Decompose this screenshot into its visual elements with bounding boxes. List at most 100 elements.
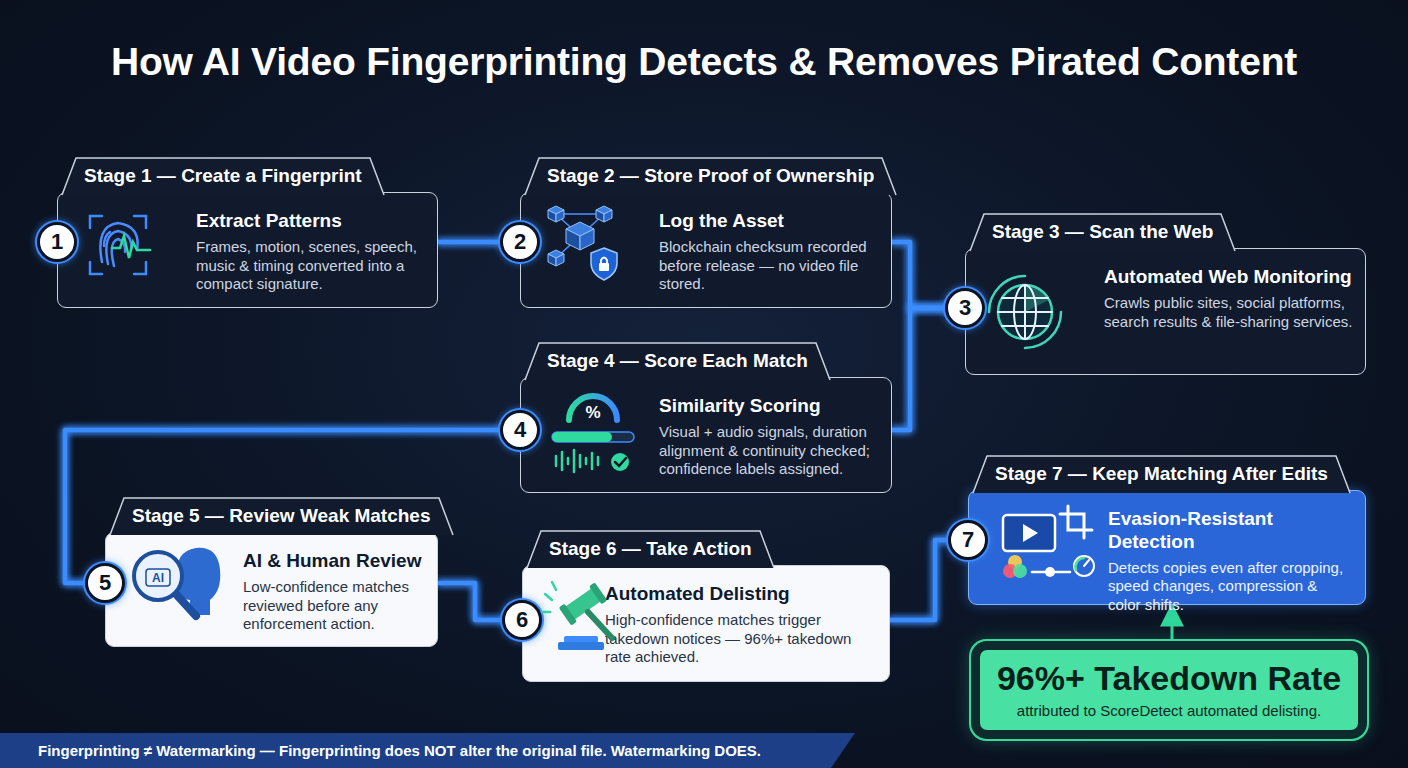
tab-outline — [110, 498, 453, 535]
gavel-icon — [588, 612, 612, 638]
step-number: 3 — [945, 288, 985, 328]
fingerprint-icon — [90, 216, 146, 274]
blockchain-icon — [548, 250, 564, 258]
gavel-icon — [558, 642, 604, 650]
gavel-icon — [559, 582, 608, 625]
stat-value: 96%+ Takedown Rate — [980, 659, 1358, 698]
tab-fill — [62, 158, 384, 195]
blockchain-icon — [548, 210, 556, 222]
step-number-text: 4 — [514, 417, 526, 442]
ai-review-icon — [175, 593, 196, 616]
stage-tab: Stage 3 — Scan the Web — [970, 213, 1235, 251]
fingerprint-icon — [90, 216, 150, 274]
stage-heading: Stage 5 — Review Weak Matches — [132, 505, 431, 526]
step-number-text: 2 — [514, 229, 526, 254]
footer-band: Fingerprinting ≠ Watermarking — Fingerpr… — [0, 733, 855, 768]
similarity-gauge-icon — [552, 432, 612, 442]
globe-radar-icon — [989, 276, 1061, 348]
tab-outline — [525, 343, 830, 380]
flow-connector — [892, 308, 965, 430]
video-edit-icon — [1075, 558, 1084, 570]
video-edit-icon — [1003, 515, 1055, 551]
step-number: 4 — [500, 410, 540, 450]
fingerprint-icon — [112, 236, 150, 258]
step-number-text: 7 — [962, 527, 974, 552]
stage-card: Stage 7 — Keep Matching After EditsEvasi… — [968, 490, 1366, 605]
ai-review-icon — [134, 548, 220, 616]
similarity-gauge-icon — [615, 458, 626, 466]
blockchain-icon — [601, 258, 607, 264]
stage-heading: Stage 6 — Take Action — [549, 538, 752, 559]
step-title: Automated Delisting — [605, 583, 877, 606]
globe-radar-icon — [1025, 312, 1061, 348]
tab-outline — [62, 158, 384, 195]
step-number-text: 3 — [959, 295, 971, 320]
blockchain-icon — [580, 229, 594, 250]
blockchain-icon — [548, 254, 556, 266]
stat-note: attributed to ScoreDetect automated deli… — [980, 702, 1358, 719]
fingerprint-icon — [112, 239, 125, 266]
step-number-text: 1 — [51, 229, 63, 254]
video-edit-icon — [1084, 560, 1089, 566]
ai-review-icon — [146, 569, 170, 586]
step-number: 2 — [500, 222, 540, 262]
step-title: AI & Human Review — [243, 550, 425, 573]
stage-card: Stage 2 — Store Proof of OwnershipLog th… — [520, 192, 892, 308]
similarity-gauge-icon — [552, 396, 634, 472]
video-edit-icon — [1032, 571, 1070, 574]
stage-card: Stage 3 — Scan the WebAutomated Web Moni… — [965, 248, 1366, 375]
step-number: 1 — [37, 222, 77, 262]
tab-fill — [110, 498, 453, 535]
tab-fill — [970, 214, 1235, 251]
step-number: 5 — [85, 563, 125, 603]
step-number: 6 — [502, 600, 542, 640]
ai-review-icon — [134, 552, 182, 600]
stage-tab: Stage 5 — Review Weak Matches — [110, 497, 453, 535]
video-edit-icon — [1074, 556, 1094, 576]
video-edit-icon — [1003, 564, 1017, 578]
gavel-icon — [542, 582, 612, 650]
video-edit-icon — [1060, 506, 1092, 538]
gavel-icon — [559, 604, 577, 626]
footer-note: Fingerprinting ≠ Watermarking — Fingerpr… — [38, 742, 761, 759]
step-title: Similarity Scoring — [659, 395, 879, 418]
step-description: High-confidence matches trigger takedown… — [605, 611, 877, 667]
gavel-icon — [564, 588, 601, 621]
gavel-icon — [542, 582, 556, 612]
step-description: Frames, motion, scenes, speech, music & … — [196, 238, 425, 294]
step-description: Crawls public sites, social platforms, s… — [1104, 294, 1353, 332]
stage-tab: Stage 2 — Store Proof of Ownership — [525, 157, 896, 195]
blockchain-icon — [596, 206, 612, 214]
globe-radar-icon — [998, 285, 1052, 339]
video-edit-icon — [1045, 567, 1055, 577]
fingerprint-icon — [106, 231, 131, 264]
stage-tab: Stage 6 — Take Action — [527, 530, 774, 568]
stage-card: Stage 4 — Score Each MatchSimilarity Sco… — [520, 377, 892, 493]
stage-heading: Stage 7 — Keep Matching After Edits — [995, 463, 1328, 484]
fingerprint-icon — [104, 232, 110, 246]
video-edit-icon — [1023, 524, 1038, 542]
tab-fill — [973, 456, 1350, 493]
video-edit-icon — [1008, 555, 1022, 569]
diagram-title: How AI Video Fingerprinting Detects & Re… — [0, 40, 1408, 84]
tab-outline — [970, 214, 1235, 251]
globe-radar-icon — [998, 285, 1052, 339]
step-title: Evasion-Resistant Detection — [1108, 508, 1353, 554]
ai-review-icon — [172, 548, 220, 615]
step-description: Low-confidence matches reviewed before a… — [243, 578, 425, 634]
similarity-gauge-icon — [569, 396, 617, 420]
tab-outline — [525, 158, 896, 195]
stage-tab: Stage 7 — Keep Matching After Edits — [973, 455, 1350, 493]
video-edit-icon — [1013, 564, 1027, 578]
fingerprint-icon — [100, 223, 137, 262]
similarity-gauge-icon — [556, 450, 598, 472]
blockchain-icon — [556, 210, 564, 222]
step-title: Automated Web Monitoring — [1104, 266, 1353, 289]
stage-heading: Stage 4 — Score Each Match — [547, 350, 808, 371]
stage-tab: Stage 1 — Create a Fingerprint — [62, 157, 384, 195]
blockchain-icon — [599, 263, 609, 271]
step-description: Blockchain checksum recorded before rele… — [659, 238, 879, 294]
stage-card: Stage 6 — Take ActionAutomated Delisting… — [522, 565, 890, 682]
step-number-text: 5 — [99, 570, 111, 595]
stage-tab: Stage 4 — Score Each Match — [525, 342, 830, 380]
